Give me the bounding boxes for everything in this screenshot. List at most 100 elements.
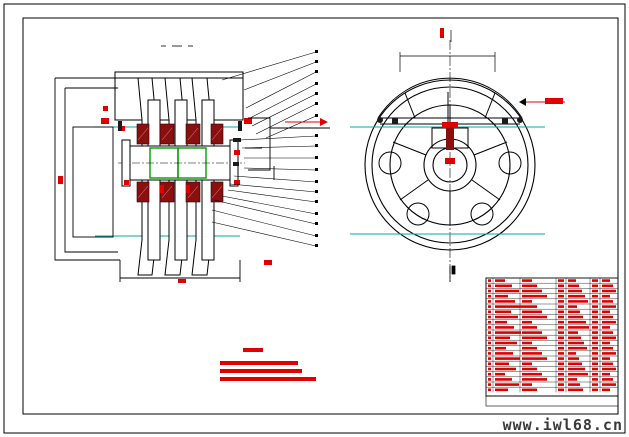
title-block-cell-text (568, 300, 588, 303)
title-block-cell-text (522, 378, 547, 381)
title-block-cell-text (495, 320, 507, 324)
title-block-cell-text (558, 320, 564, 324)
title-block-cell-text (495, 294, 508, 298)
title-block-cell-text (602, 388, 610, 392)
title-block-cell-text (568, 383, 580, 386)
title-block-cell-text (592, 294, 598, 298)
title-block-cell-text (558, 341, 564, 345)
title-block-cell-text (522, 372, 542, 376)
title-block-cell-text (592, 388, 598, 392)
title-block-cell-text (592, 357, 598, 360)
title-block-cell-text (602, 367, 616, 371)
title-block-cell-text (488, 289, 491, 293)
title-block-cell-text (488, 315, 491, 319)
title-block-cell-text (495, 367, 516, 371)
title-block-cell-text (488, 320, 491, 324)
title-block-cell-text (522, 357, 547, 360)
title-block-cell-text (602, 284, 613, 288)
bearing-hatch (137, 127, 223, 199)
title-block-cell-text (592, 310, 598, 314)
sheet-frame (3, 3, 626, 434)
title-block-cell-text (558, 352, 564, 355)
title-block-footer (485, 395, 619, 407)
title-block-cell-text (495, 362, 509, 366)
title-block-cell-text (495, 346, 506, 350)
title-block-cell-text (602, 357, 610, 360)
title-block-cell-text (568, 305, 577, 308)
title-block-cell-text (495, 336, 510, 340)
title-block-cell-text (592, 315, 598, 319)
title-block-cell-text (495, 284, 512, 288)
title-block-cell-text (522, 326, 537, 329)
title-block-cell-text (488, 331, 491, 334)
title-block-cell-text (568, 310, 580, 314)
part-leader-lines (211, 51, 317, 247)
main-shaft (118, 139, 245, 187)
title-block-cell-text (495, 289, 519, 293)
title-block-cell-text (488, 341, 491, 345)
title-block-cell-text (592, 279, 598, 282)
title-block-cell-text (592, 383, 598, 386)
title-block-cell-text (568, 378, 577, 381)
title-block-cell-text (568, 362, 582, 366)
title-block-cell-text (495, 305, 522, 308)
title-block-cell-text (558, 326, 564, 329)
title-block-cell-text (602, 279, 610, 282)
title-block-cell-text (495, 315, 518, 319)
title-block-cell-text (495, 279, 505, 282)
title-block-cell-text (568, 346, 587, 350)
title-block-cell-text (522, 284, 537, 288)
title-block-cell-text (592, 352, 598, 355)
title-block (485, 277, 619, 407)
title-block-cell-text (558, 289, 564, 293)
title-block-cell-text (495, 352, 513, 355)
title-block-cell-text (602, 383, 616, 386)
title-block-cell-text (602, 326, 610, 329)
right-bracket (245, 117, 330, 265)
hub-fittings (431, 92, 469, 164)
title-block-cell-text (558, 367, 564, 371)
title-block-cell-text (592, 336, 598, 340)
bottom-section-marker (449, 265, 456, 282)
title-block-cell-text (522, 341, 532, 345)
title-block-cell-text (592, 346, 598, 350)
title-block-cell-text (495, 383, 519, 386)
left-arrow-marker (285, 118, 328, 126)
title-block-cell-text (522, 310, 542, 314)
title-block-cell-text (592, 305, 598, 308)
title-block-cell-text (568, 284, 579, 288)
title-block-cell-text (568, 352, 576, 355)
title-block-cell-text (488, 279, 491, 282)
title-block-cell-text (495, 378, 512, 381)
title-block-cell-text (558, 362, 564, 366)
title-block-cell-text (592, 372, 598, 376)
title-block-cell-text (488, 346, 491, 350)
title-block-cell-text (602, 289, 616, 293)
title-block-cell-text (522, 279, 532, 282)
title-block-cell-text (568, 388, 583, 392)
title-block-cell-text (488, 305, 491, 308)
title-block-cell-text (495, 341, 517, 345)
title-block-cell-text (522, 331, 542, 334)
title-block-cell-text (602, 310, 610, 314)
right-arrow-marker (519, 98, 565, 106)
title-block-cell-text (592, 320, 598, 324)
title-block-cell-text (495, 300, 515, 303)
left-fasteners (118, 121, 242, 166)
title-block-cell-text (602, 320, 616, 324)
title-block-cell-text (602, 352, 616, 355)
title-block-cell-text (602, 378, 613, 381)
title-block-cell-text (568, 320, 586, 324)
left-accent-marks (58, 106, 252, 283)
title-block-cell-text (568, 367, 585, 371)
title-block-cell-text (558, 378, 564, 381)
title-block-cell-text (488, 383, 491, 386)
title-block-cell-text (522, 362, 532, 366)
title-block-cell-text (495, 357, 520, 360)
title-block-cell-text (602, 331, 613, 334)
title-block-cell-text (522, 305, 537, 308)
title-block-cell-text (488, 352, 491, 355)
title-block-cell-text (488, 310, 491, 314)
title-block-cell-text (558, 300, 564, 303)
